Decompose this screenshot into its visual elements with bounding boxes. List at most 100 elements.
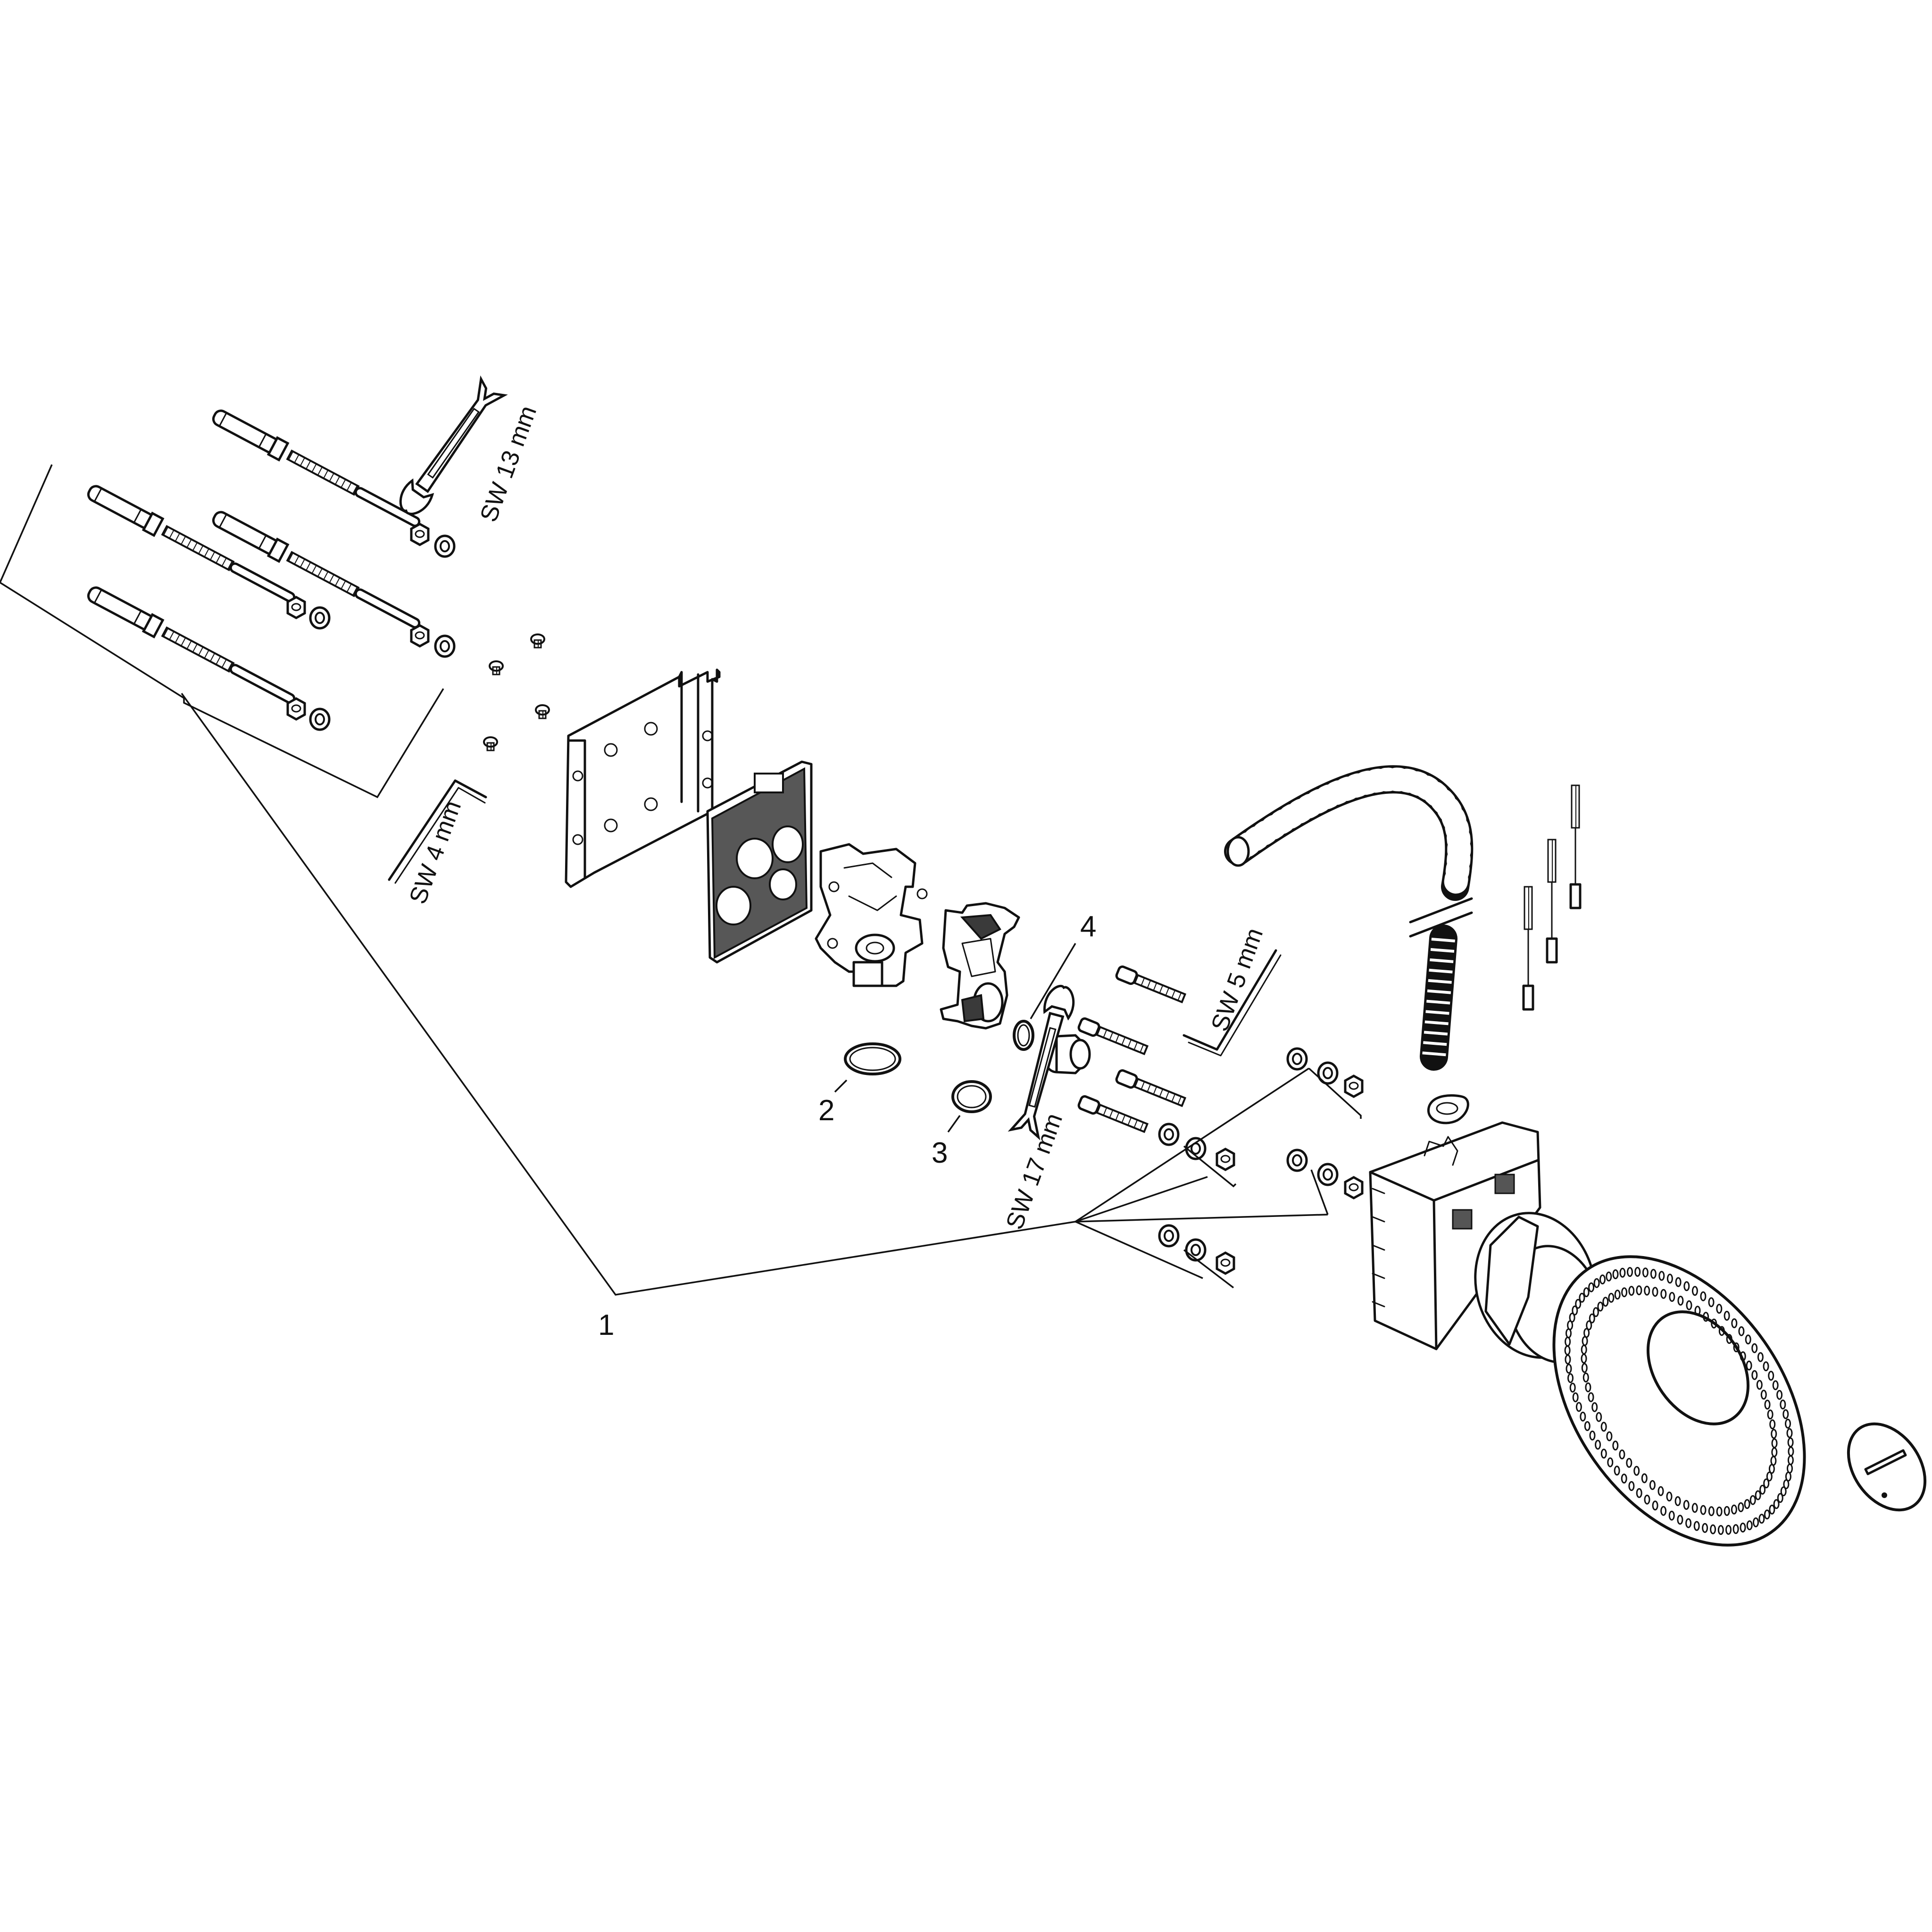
perforation-hole — [1686, 1300, 1692, 1310]
perforation-hole — [1731, 1504, 1737, 1515]
perforation-hole — [1700, 1291, 1707, 1301]
perforation-hole — [1600, 1422, 1607, 1432]
perforation-hole — [1782, 1409, 1789, 1419]
perforation-hole — [1669, 1292, 1675, 1302]
fitting-nut-set — [1159, 1049, 1362, 1274]
perforation-hole — [1708, 1297, 1715, 1307]
perforation-hole — [1738, 1326, 1745, 1336]
perforation-hole — [1619, 1267, 1626, 1278]
perforation-hole — [1588, 1392, 1594, 1402]
callout-2: 2 — [818, 1094, 834, 1127]
o-ring-2 — [844, 1042, 901, 1075]
perforation-hole — [1606, 1271, 1612, 1282]
perforation-hole — [1566, 1364, 1572, 1374]
perforation-hole — [1607, 1457, 1614, 1467]
small-screw-set — [483, 633, 550, 751]
perforation-hole — [1700, 1505, 1707, 1515]
perforation-hole — [1691, 1286, 1698, 1296]
perforation-hole — [1718, 1326, 1725, 1336]
perforation-hole — [1599, 1274, 1606, 1284]
sensor-cable-set — [1522, 784, 1582, 1011]
callout-4-leader — [1030, 943, 1076, 1019]
perforation-hole — [1581, 1363, 1588, 1373]
perforation-hole — [1569, 1312, 1575, 1323]
perforation-hole — [1773, 1499, 1780, 1509]
perforation-hole — [1602, 1297, 1609, 1307]
perforation-hole — [1583, 1328, 1590, 1338]
perforation-hole — [1693, 1521, 1700, 1531]
perforation-hole — [1619, 1449, 1625, 1459]
perforation-hole — [1644, 1285, 1650, 1296]
perforation-hole — [1744, 1499, 1750, 1509]
perforation-hole — [1575, 1299, 1582, 1309]
perforation-hole — [1745, 1334, 1751, 1345]
callout-3-leader — [947, 1115, 961, 1133]
nut-washer-set — [288, 524, 454, 730]
perforation-hole — [1767, 1409, 1774, 1420]
perforation-hole — [1582, 1372, 1589, 1382]
perforation-hole — [1777, 1493, 1783, 1503]
perforation-hole — [1621, 1474, 1627, 1484]
perforation-hole — [1726, 1334, 1732, 1344]
callout-4: 4 — [1080, 910, 1096, 943]
perforation-hole — [1621, 1287, 1628, 1298]
perforation-hole — [1584, 1421, 1591, 1431]
perforation-hole — [1652, 1287, 1658, 1297]
perforation-hole — [1776, 1390, 1783, 1400]
perforation-hole — [1780, 1399, 1786, 1410]
perforation-hole — [1764, 1399, 1771, 1410]
flexible-conduit — [1224, 765, 1474, 1071]
perforation-hole — [1694, 1306, 1701, 1316]
perforation-hole — [1769, 1504, 1775, 1515]
perforation-hole — [1572, 1305, 1578, 1316]
hex-key-icon — [388, 779, 487, 884]
retaining-clip — [1427, 1094, 1469, 1124]
perforation-hole — [1751, 1370, 1758, 1380]
perforation-hole — [1628, 1286, 1635, 1296]
perforation-hole — [1585, 1382, 1591, 1392]
callout-3: 3 — [932, 1137, 948, 1169]
perforation-hole — [1572, 1392, 1579, 1402]
perforation-hole — [1595, 1440, 1601, 1450]
perforation-hole — [1591, 1402, 1598, 1412]
perforation-hole — [1740, 1523, 1746, 1532]
perforation-hole — [1600, 1449, 1607, 1459]
perforation-hole — [1711, 1318, 1717, 1329]
perforation-hole — [1768, 1464, 1775, 1474]
perforation-hole — [1763, 1361, 1769, 1372]
perforation-hole — [1685, 1518, 1692, 1528]
perforation-hole — [1764, 1509, 1770, 1520]
perforation-hole — [1703, 1312, 1709, 1322]
perforation-hole — [1683, 1281, 1690, 1291]
perforation-hole — [1589, 1430, 1596, 1441]
perforation-hole — [1660, 1289, 1667, 1299]
valve-base-plate — [706, 760, 813, 964]
perforation-hole — [1677, 1296, 1684, 1306]
perforation-hole — [1731, 1318, 1738, 1328]
tool-label-sw13: SW 13 mm — [475, 402, 542, 525]
perforation-hole — [1786, 1428, 1793, 1438]
perforation-hole — [1766, 1471, 1773, 1482]
perforation-hole — [1738, 1502, 1744, 1512]
callout-2-leader — [834, 1079, 848, 1093]
perforation-hole — [1567, 1373, 1574, 1383]
perforation-hole — [1626, 1457, 1632, 1468]
perforation-hole — [1668, 1510, 1675, 1521]
perforation-hole — [1592, 1307, 1599, 1317]
perforation-hole — [1749, 1495, 1756, 1505]
perforation-hole — [1627, 1267, 1633, 1277]
perforation-hole — [1588, 1282, 1595, 1292]
perforation-hole — [1785, 1418, 1791, 1429]
perforation-hole — [1652, 1500, 1658, 1511]
o-ring-4 — [1013, 1020, 1034, 1051]
perforation-hole — [1633, 1466, 1640, 1476]
perforation-hole — [1636, 1488, 1642, 1498]
perforation-hole — [1746, 1520, 1753, 1531]
perforation-hole — [1606, 1431, 1613, 1441]
perforation-hole — [1589, 1313, 1595, 1324]
perforation-hole — [1597, 1301, 1604, 1312]
perforation-hole — [1760, 1390, 1767, 1400]
perforation-hole — [1757, 1352, 1764, 1362]
perforation-hole — [1580, 1411, 1586, 1422]
